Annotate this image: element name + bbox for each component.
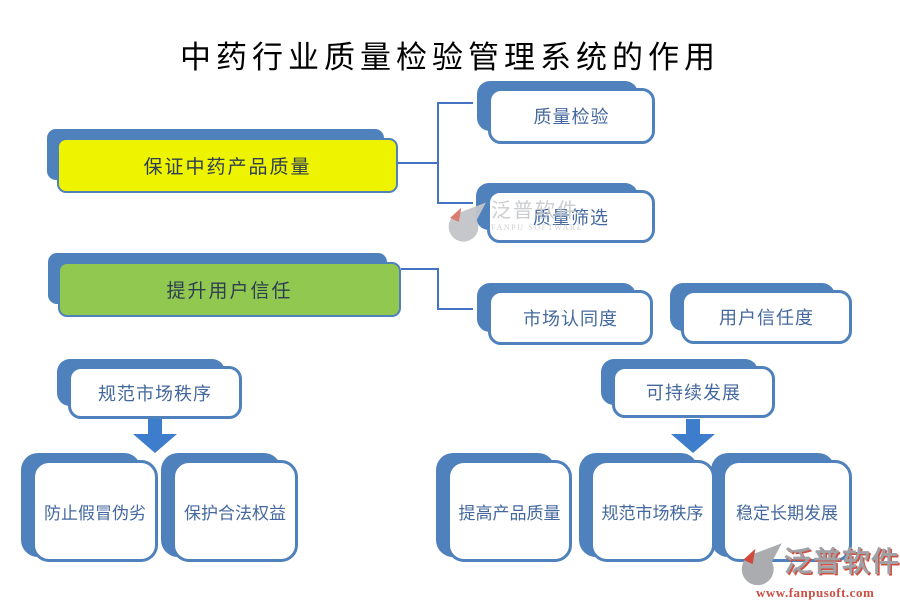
fanpu-logo-icon <box>741 543 782 586</box>
node-quality-inspection: 质量检验 <box>477 81 655 144</box>
node-label: 质量筛选 <box>533 207 609 228</box>
node-label: 市场认同度 <box>523 308 618 329</box>
connector-line <box>437 102 473 104</box>
node-label: 规范市场秩序 <box>601 503 704 523</box>
node-label: 防止假冒伪劣 <box>44 503 146 523</box>
node-label: 规范市场秩序 <box>98 383 212 404</box>
footer-logo: 泛普软件 www.fanpusoft.com <box>740 540 900 601</box>
node-enhance-trust: 提升用户信任 <box>48 253 401 317</box>
fanpu-logo-icon <box>448 202 486 242</box>
diagram-title: 中药行业质量检验管理系统的作用 <box>180 40 720 75</box>
node-regulate-market: 规范市场秩序 <box>57 359 242 419</box>
node-regulate-market-order: 规范市场秩序 <box>579 453 715 562</box>
node-improve-product-quality: 提高产品质量 <box>436 453 572 562</box>
connector-line <box>437 202 473 204</box>
node-stable-long-term: 稳定长期发展 <box>711 453 852 562</box>
node-label: 提升用户信任 <box>166 281 293 302</box>
footer-logo-website: www.fanpusoft.com <box>756 585 875 600</box>
node-label: 保证中药产品质量 <box>143 157 312 178</box>
node-sustainable-development: 可持续发展 <box>601 359 775 418</box>
footer-logo-name: 泛普软件 <box>784 547 900 578</box>
node-protect-rights: 保护合法权益 <box>161 453 298 562</box>
node-prevent-counterfeit: 防止假冒伪劣 <box>21 453 158 562</box>
node-label: 用户信任度 <box>719 308 814 328</box>
node-label: 稳定长期发展 <box>736 503 838 523</box>
connector-line <box>398 162 437 164</box>
connector-line <box>401 268 437 270</box>
node-quality-screening: 质量筛选 <box>476 183 655 243</box>
node-label: 保护合法权益 <box>184 503 286 523</box>
down-arrow-icon <box>671 419 715 453</box>
connector-line <box>437 102 439 204</box>
down-arrow-icon <box>133 419 177 453</box>
connector-line <box>437 268 439 310</box>
node-label: 质量检验 <box>533 107 610 127</box>
node-label: 提高产品质量 <box>458 503 561 523</box>
node-label: 可持续发展 <box>646 383 741 403</box>
node-user-trust: 用户信任度 <box>670 283 852 344</box>
node-guarantee-quality: 保证中药产品质量 <box>47 129 398 193</box>
node-market-recognition: 市场认同度 <box>477 283 653 345</box>
connector-line <box>437 308 473 310</box>
